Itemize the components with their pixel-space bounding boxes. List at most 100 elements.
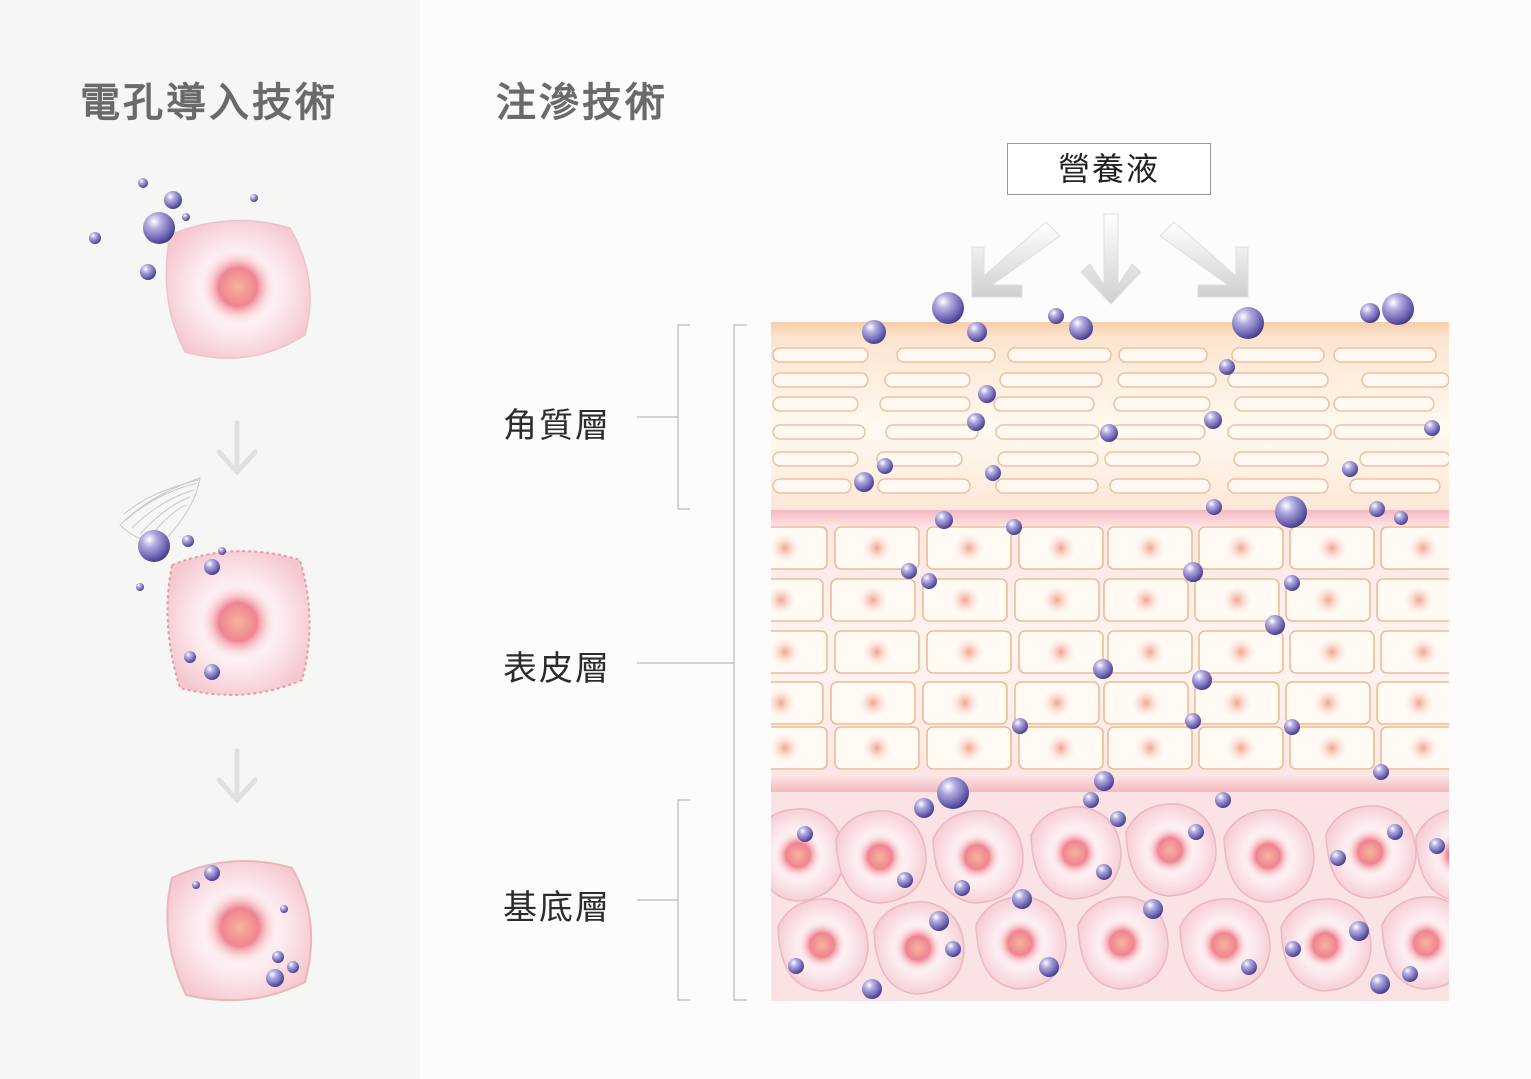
corneocytes <box>772 347 1449 494</box>
epidermal-cell <box>834 526 920 570</box>
cell-before <box>165 219 311 359</box>
nutrient-particle <box>1100 424 1118 442</box>
nutrient-particle <box>1424 420 1440 436</box>
epidermal-cell <box>926 526 1012 570</box>
infusion-arrow-icon <box>971 213 1249 305</box>
epidermal-cell <box>1018 526 1104 570</box>
nutrient-particle <box>1006 519 1022 535</box>
nutrient-particle <box>1402 966 1418 982</box>
nutrient-particle <box>1369 501 1385 517</box>
nutrient-particle <box>1143 899 1163 919</box>
nutrient-particle <box>1012 718 1028 734</box>
epidermal-cell <box>1289 630 1375 674</box>
infusion-title: 注滲技術 <box>496 80 668 126</box>
nutrient-particle <box>1429 838 1445 854</box>
corneocyte <box>1233 451 1329 467</box>
epidermal-cell <box>1285 578 1371 622</box>
basal-cell <box>1280 898 1372 992</box>
corneocyte <box>1227 372 1329 388</box>
nutrient-particle <box>978 385 996 403</box>
corneocyte <box>772 478 852 494</box>
nutrient-particle <box>1069 316 1093 340</box>
epidermal-cell <box>1198 526 1284 570</box>
epidermal-cell <box>834 630 920 674</box>
nutrient-particle <box>1382 293 1414 325</box>
nutrient-particle <box>1012 889 1032 909</box>
nutrient-particle <box>862 320 886 344</box>
epidermal-cell <box>771 526 828 570</box>
epidermal-cell <box>834 726 920 770</box>
down-arrow-icon <box>216 420 258 804</box>
layer-brackets <box>637 324 747 1001</box>
cell-after <box>166 859 313 1002</box>
epidermal-cell <box>1194 578 1280 622</box>
nutrient-particle <box>1370 974 1390 994</box>
nutrient-particle <box>1215 792 1231 808</box>
nutrient-particle <box>1188 824 1204 840</box>
nutrient-particle <box>1284 575 1300 591</box>
nutrient-particle <box>1219 359 1235 375</box>
epidermal-cell <box>1107 726 1193 770</box>
epidermal-cell <box>771 578 824 622</box>
epidermal-cell <box>1376 578 1449 622</box>
corneocyte <box>1113 396 1211 412</box>
epidermal-cell <box>1285 681 1371 725</box>
nutrient-particle <box>1096 864 1112 880</box>
corneocyte <box>1361 372 1449 388</box>
basal-cell <box>1415 809 1449 900</box>
corneocyte <box>1118 347 1208 363</box>
basal-cell <box>932 810 1024 904</box>
nutrient-particle <box>1284 719 1300 735</box>
nutrient-particle <box>1204 411 1222 429</box>
epidermal-cell <box>1014 578 1100 622</box>
corneocyte <box>1231 347 1325 363</box>
nutrient-particle <box>797 826 813 842</box>
epidermal-cell <box>1103 681 1189 725</box>
basal-cell <box>771 808 845 902</box>
corneocyte <box>885 424 979 440</box>
nutrient-particle <box>1048 308 1064 324</box>
corneocyte <box>772 347 869 363</box>
nutrient-solution-label: 營養液 <box>1007 143 1211 195</box>
corneocyte <box>879 396 971 412</box>
epidermal-cell <box>1289 726 1375 770</box>
nutrient-particle <box>1394 511 1408 525</box>
epidermal-cell <box>926 630 1012 674</box>
nutrient-particles <box>788 292 1445 999</box>
nutrient-particle <box>1349 921 1369 941</box>
epidermal-cell <box>1198 630 1284 674</box>
epidermal-cell <box>771 726 828 770</box>
basal-layer-label: 基底層 <box>503 888 611 928</box>
corneocyte <box>896 347 996 363</box>
corneocyte <box>997 451 1099 467</box>
left-particles <box>89 178 299 987</box>
skin-cross-section <box>771 322 1449 1001</box>
epidermal-cell <box>1376 681 1449 725</box>
corneocyte <box>1007 347 1112 363</box>
nutrient-particle <box>897 872 913 888</box>
nutrient-particle <box>967 413 985 431</box>
epidermal-cell <box>771 681 824 725</box>
nutrient-particle <box>945 941 961 957</box>
corneocyte <box>876 451 963 467</box>
nutrient-particle <box>1083 792 1099 808</box>
epidermal-cell <box>922 578 1008 622</box>
nutrient-particle <box>929 911 949 931</box>
nutrient-particle <box>967 322 987 342</box>
epidermal-cell <box>1014 681 1100 725</box>
nutrient-particle <box>1093 659 1113 679</box>
nutrient-particle <box>1185 713 1201 729</box>
corneocyte <box>772 396 859 412</box>
corneocyte <box>1227 478 1329 494</box>
corneocyte <box>995 478 1099 494</box>
stratum-corneum-label: 角質層 <box>503 406 611 446</box>
corneocyte <box>1349 478 1441 494</box>
epidermal-cell <box>1380 630 1449 674</box>
epidermal-cell <box>1018 726 1104 770</box>
nutrient-particle <box>854 472 874 492</box>
epidermal-cell <box>1018 630 1104 674</box>
nutrient-particle <box>1192 670 1212 690</box>
epidermal-cell <box>1289 526 1375 570</box>
cell-porated <box>166 550 311 696</box>
